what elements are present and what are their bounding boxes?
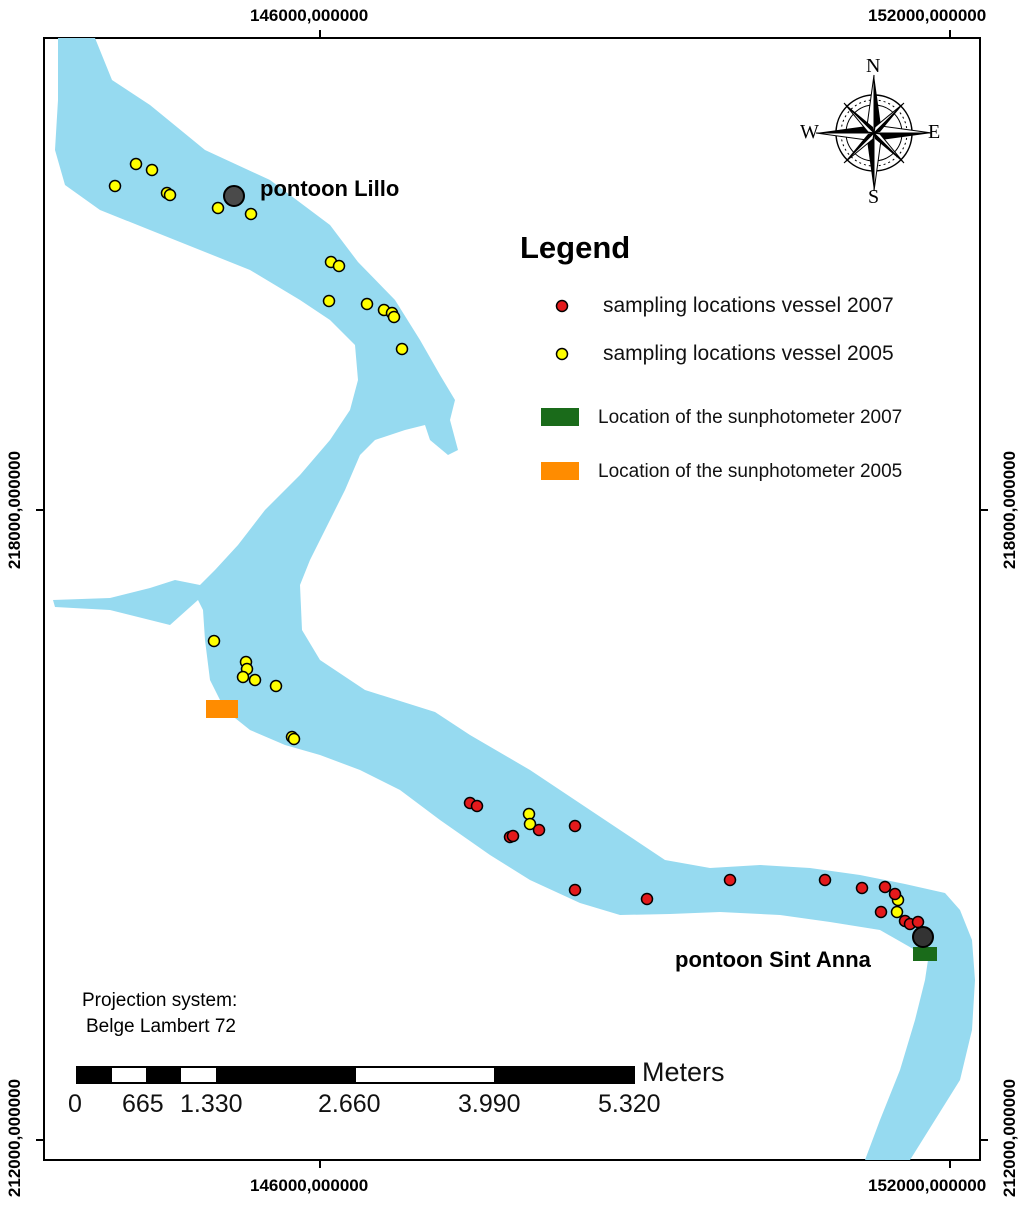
scale-tick-5: 5.320 <box>598 1090 661 1118</box>
sampling-point-2007-12 <box>888 887 902 901</box>
river-scheldt <box>53 38 975 1160</box>
legend-swatch-2007 <box>555 299 569 313</box>
sampling-point-2005-13 <box>387 310 401 324</box>
grid-label-right-1: 218000,000000 <box>1000 450 1019 570</box>
legend-label-2005: sampling locations vessel 2005 <box>603 342 894 365</box>
grid-label-right-2: 212000,000000 <box>1000 1078 1019 1198</box>
sampling-point-2005-24 <box>523 817 537 831</box>
label-pontoon-lillo: pontoon Lillo <box>260 176 400 201</box>
sampling-point-2007-7 <box>640 892 654 906</box>
sampling-point-2007-4 <box>532 823 546 837</box>
sampling-point-2007-16 <box>911 915 925 929</box>
grid-label-bottom-1: 146000,000000 <box>250 1176 369 1195</box>
scale-tick-2: 1.330 <box>180 1090 243 1118</box>
sampling-point-2005-2 <box>145 163 159 177</box>
scale-tick-4: 3.990 <box>458 1090 521 1118</box>
sampling-point-2005-15 <box>207 634 221 648</box>
label-pontoon-sint-anna: pontoon Sint Anna <box>675 947 871 972</box>
grid-label-top-2: 152000,000000 <box>868 6 987 25</box>
sampling-point-2005-19 <box>248 673 262 687</box>
legend-swatch-2005 <box>555 347 569 361</box>
sampling-point-2007-13 <box>874 905 888 919</box>
grid-label-top-1: 146000,000000 <box>250 6 369 25</box>
grid-label-left-1: 218000,000000 <box>5 450 24 570</box>
grid-label-left-2: 212000,000000 <box>5 1078 24 1198</box>
compass-s: S <box>868 186 880 208</box>
sampling-point-2005-18 <box>236 670 250 684</box>
sampling-point-2005-6 <box>244 207 258 221</box>
compass-w: W <box>800 121 819 143</box>
sampling-point-2007-5 <box>568 819 582 833</box>
sampling-point-2005-4 <box>163 188 177 202</box>
sampling-2005-layer <box>108 157 905 919</box>
sampling-point-2007-11 <box>878 880 892 894</box>
sampling-point-2007-3 <box>506 829 520 843</box>
legend-panel <box>500 220 968 385</box>
scale-unit: Meters <box>642 1057 725 1087</box>
sampling-point-2007-1 <box>470 799 484 813</box>
sampling-point-2005-0 <box>108 179 122 193</box>
sampling-point-2005-26 <box>890 905 904 919</box>
sampling-point-2007-8 <box>723 873 737 887</box>
scale-tick-1: 665 <box>122 1090 164 1118</box>
pontoon-lillo-marker <box>223 185 245 207</box>
legend-title: Legend <box>520 230 631 265</box>
legend-swatch-sun-2007 <box>541 408 579 426</box>
grid-ticks <box>36 30 988 1168</box>
sunphotometer-2007-marker <box>913 947 937 961</box>
sampling-point-2005-22 <box>287 732 301 746</box>
grid-label-bottom-2: 152000,000000 <box>868 1176 987 1195</box>
pontoon-sint-anna-marker <box>912 926 934 948</box>
sampling-point-2007-10 <box>855 881 869 895</box>
sampling-point-2005-10 <box>360 297 374 311</box>
sampling-point-2005-8 <box>332 259 346 273</box>
scale-tick-0: 0 <box>68 1090 82 1118</box>
sampling-point-2005-1 <box>129 157 143 171</box>
legend-label-sun-2007: Location of the sunphotometer 2007 <box>598 407 903 428</box>
legend-label-sun-2005: Location of the sunphotometer 2005 <box>598 461 903 482</box>
sampling-point-2005-9 <box>322 294 336 308</box>
sampling-point-2005-14 <box>395 342 409 356</box>
legend-label-2007: sampling locations vessel 2007 <box>603 294 894 317</box>
scale-bar <box>76 1066 635 1084</box>
sampling-point-2005-20 <box>269 679 283 693</box>
scale-tick-3: 2.660 <box>318 1090 381 1118</box>
legend-swatch-sun-2005 <box>541 462 579 480</box>
projection-line1: Projection system: <box>82 990 238 1011</box>
sunphotometer-2005-marker <box>206 700 238 718</box>
sampling-point-2005-5 <box>211 201 225 215</box>
sampling-2007-layer <box>463 796 925 931</box>
compass-n: N <box>866 55 881 77</box>
compass-rose <box>815 74 933 192</box>
sampling-point-2007-9 <box>818 873 832 887</box>
sampling-point-2007-6 <box>568 883 582 897</box>
projection-line2: Belge Lambert 72 <box>86 1016 236 1037</box>
compass-e: E <box>928 121 941 143</box>
